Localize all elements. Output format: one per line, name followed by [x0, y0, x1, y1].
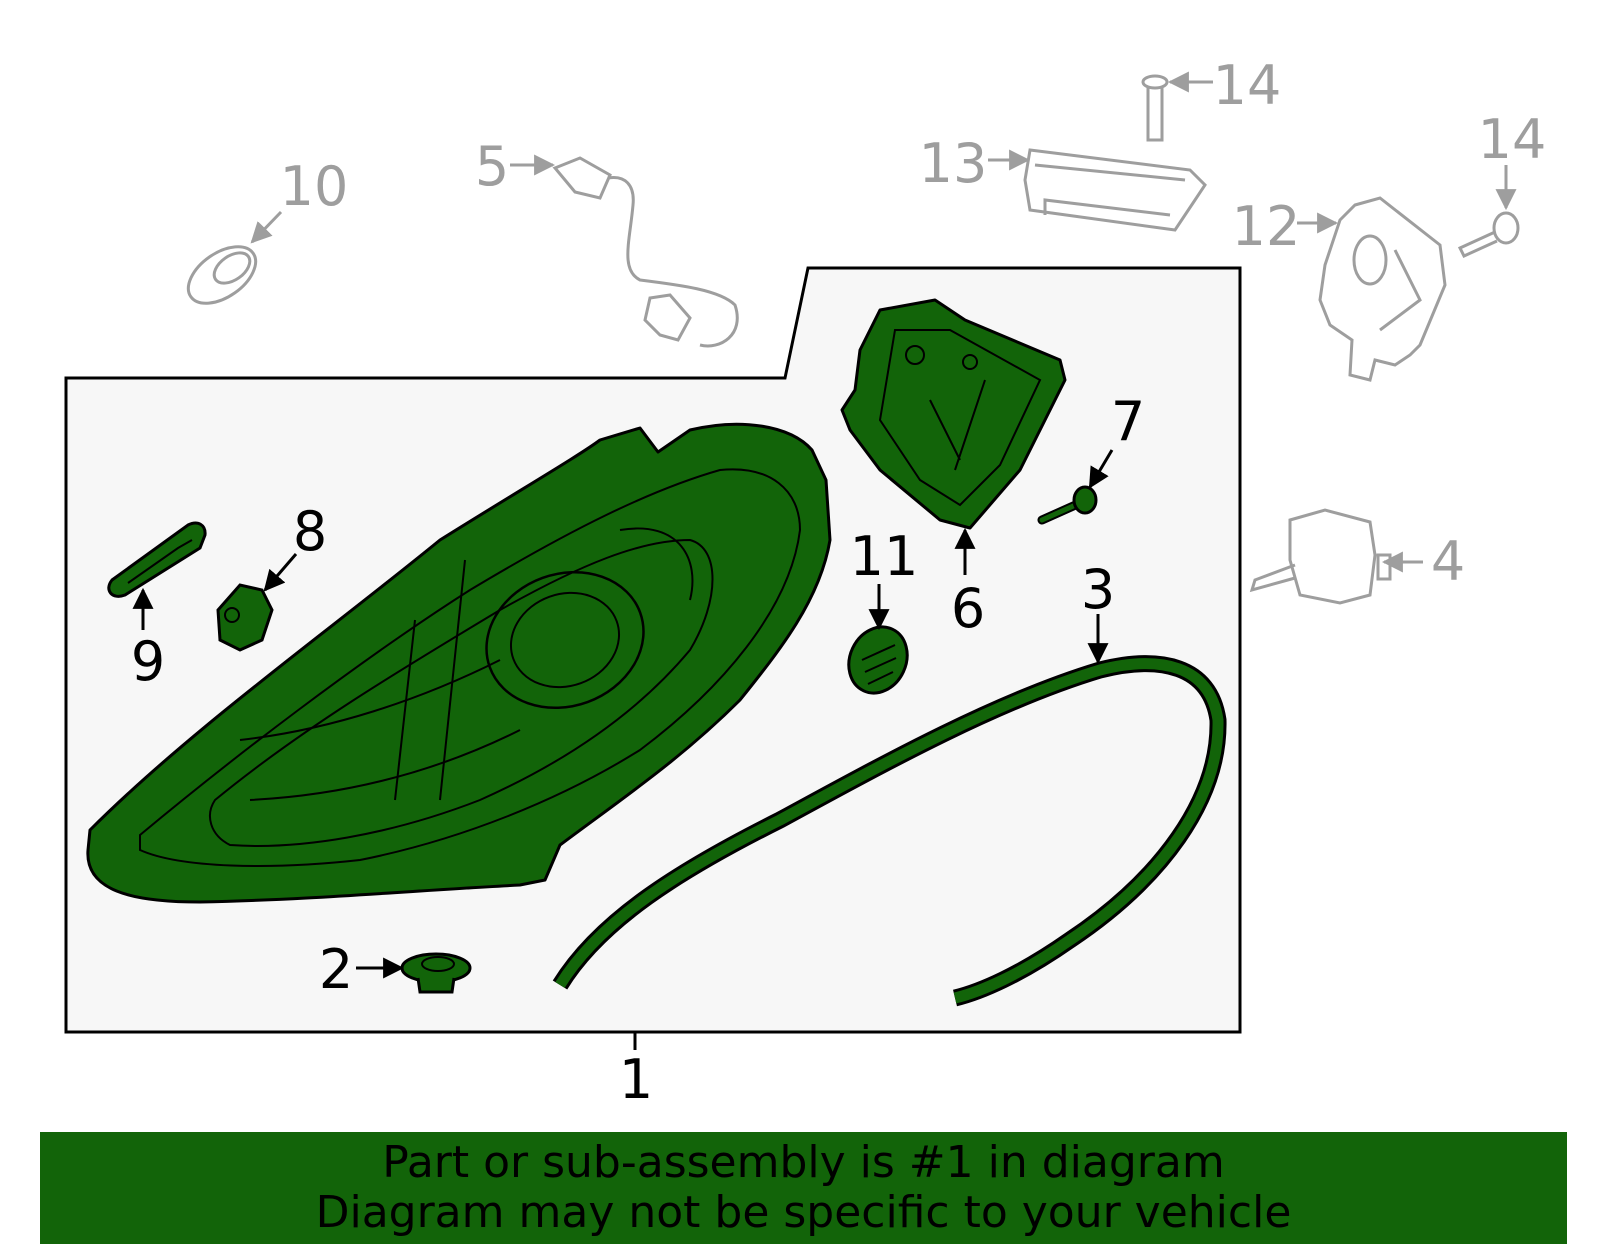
callout-6: 6: [951, 577, 985, 640]
actuator-part-4: [1249, 508, 1392, 605]
callout-1: 1: [619, 1048, 653, 1111]
wire-harness-part-5: [552, 156, 739, 348]
callout-4: 4: [1431, 530, 1465, 593]
callout-13: 13: [919, 132, 988, 195]
bulb-socket-part-10: [186, 245, 258, 305]
bolt-part-14b: [1457, 211, 1520, 258]
footer-banner: Part or sub-assembly is #1 in diagram Di…: [40, 1132, 1567, 1244]
headlamp-assembly: [86, 422, 832, 904]
callout-14-right: 14: [1478, 108, 1547, 171]
bracket-part-12: [1318, 196, 1447, 382]
callout-9: 9: [131, 630, 165, 693]
callout-10: 10: [280, 155, 349, 218]
callout-11: 11: [850, 525, 919, 588]
callout-12: 12: [1232, 195, 1301, 258]
callout-3: 3: [1081, 558, 1115, 621]
screw-part-7: [1037, 485, 1098, 525]
cover-part-6: [840, 298, 1067, 530]
leader-8: [263, 553, 298, 592]
cap-part-11: [847, 625, 909, 695]
leader-7: [1088, 449, 1114, 489]
callout-5: 5: [475, 135, 509, 198]
footer-line-1: Part or sub-assembly is #1 in diagram: [382, 1137, 1225, 1188]
callout-8: 8: [293, 500, 327, 563]
leader-10: [250, 210, 283, 244]
callout-2: 2: [319, 938, 353, 1001]
callout-14-top: 14: [1213, 54, 1282, 117]
callout-7: 7: [1111, 390, 1145, 453]
bracket-part-9: [107, 521, 207, 598]
control-module-part-13: [1023, 148, 1207, 232]
footer-line-2: Diagram may not be specific to your vehi…: [315, 1187, 1292, 1238]
bolt-part-14a: [1141, 74, 1169, 142]
nut-part-8: [216, 583, 274, 652]
seal-part-3: [552, 655, 1227, 1007]
grommet-part-2: [400, 952, 472, 994]
